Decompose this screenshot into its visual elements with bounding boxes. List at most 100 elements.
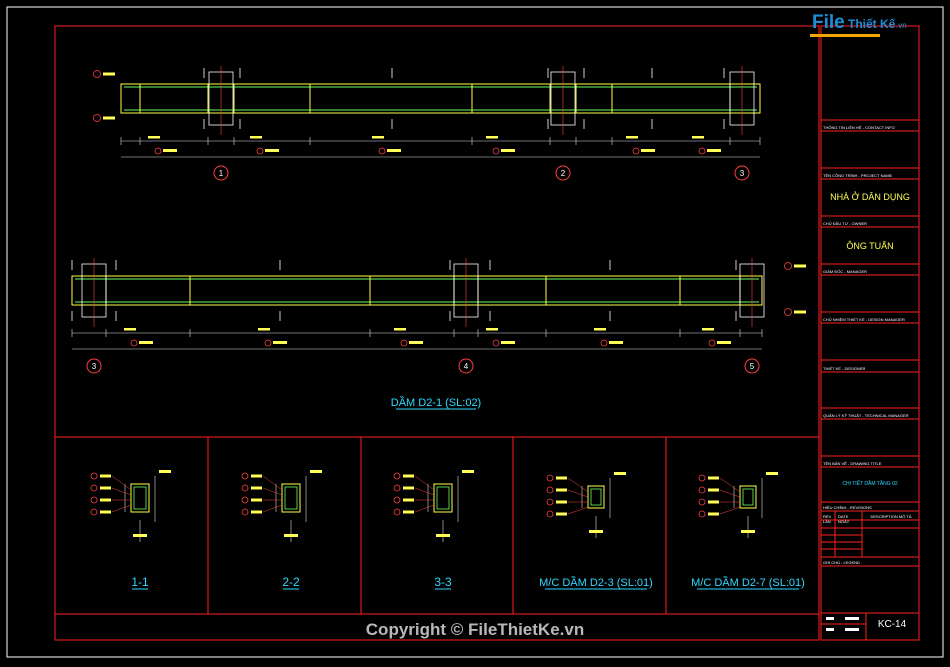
dimension-text xyxy=(394,328,406,331)
section-bar-tag xyxy=(241,508,249,516)
section-bar-text xyxy=(556,500,567,504)
rebar-tag-text xyxy=(409,341,423,344)
section-title: 3-3 xyxy=(434,575,452,589)
owner-label: CHỦ ĐẦU TƯ - OWNER xyxy=(823,221,868,226)
rebar-tag-bubble xyxy=(130,339,138,347)
logo-file-text: File xyxy=(812,12,845,33)
rebar-tag-bubble xyxy=(400,339,408,347)
axis-bubble xyxy=(734,165,750,181)
filethietke-logo: File Thiết Kế .vn xyxy=(810,10,922,42)
tb-mark xyxy=(845,617,859,620)
section-bar-text xyxy=(100,498,111,502)
section-bar-text xyxy=(556,476,567,480)
cross-section-4: M/C DẦM D2-3 (SL:01) xyxy=(539,472,653,590)
section-stirrup xyxy=(284,486,298,510)
section-bar-tag xyxy=(90,484,98,492)
section-title: 2-2 xyxy=(282,575,300,589)
section-bar-text xyxy=(403,486,414,490)
section-leader-line xyxy=(111,475,132,491)
section-bar-tag xyxy=(393,484,401,492)
section-title: M/C DẦM D2-3 (SL:01) xyxy=(539,576,653,589)
section-bar-tag xyxy=(698,474,706,482)
section-stirrup xyxy=(742,488,754,506)
dimension-text xyxy=(626,136,638,139)
dimension-text xyxy=(258,328,270,331)
section-leader-line xyxy=(567,506,589,515)
section-bar-text xyxy=(403,510,414,514)
axis-bubble xyxy=(213,165,229,181)
section-bar-text xyxy=(556,512,567,516)
axis-label: 3 xyxy=(740,169,745,178)
project-name: NHÀ Ở DÂN DỤNG xyxy=(830,192,910,202)
section-bar-tag xyxy=(698,510,706,518)
section-leader-line xyxy=(414,504,435,513)
section-leader-line xyxy=(111,504,132,513)
dimension-text xyxy=(124,328,136,331)
rebar-tag-text xyxy=(273,341,287,344)
rebar-tag-text xyxy=(707,149,721,152)
section-outline xyxy=(281,483,301,513)
drawing-title-label: TÊN BẢN VẼ - DRAWING TITLE xyxy=(823,461,882,466)
rebar-tag-bubble xyxy=(492,339,500,347)
section-outline xyxy=(433,483,453,513)
sheet-border xyxy=(6,6,944,658)
axis-bubble xyxy=(744,358,760,374)
section-leader-line xyxy=(111,487,132,496)
date-col: DATE NGÀY xyxy=(838,514,850,524)
section-dim-text xyxy=(436,534,450,537)
beam-sections: 1-1 2-2 3-3 M/C DẦM D2-3 (SL:01) M/C DẦM D2-… xyxy=(90,470,805,590)
section-stirrup xyxy=(436,486,450,510)
section-stirrup xyxy=(590,488,602,506)
section-leader-line xyxy=(567,489,589,498)
section-bar-text xyxy=(403,474,414,478)
copyright-watermark: Copyright © FileThietKe.vn xyxy=(365,620,585,639)
rebar-tag-bubble xyxy=(632,147,640,155)
section-bar-tag xyxy=(241,496,249,504)
section-title: 1-1 xyxy=(131,575,149,589)
dimension-text xyxy=(250,136,262,139)
rebar-tag-text xyxy=(139,341,153,344)
section-bar-text xyxy=(251,498,262,502)
axis-bubble xyxy=(458,358,474,374)
section-level-text xyxy=(159,470,171,473)
notes-label: GHI CHÚ - LEGEND xyxy=(823,560,860,565)
section-leader-line xyxy=(414,475,435,491)
section-outline xyxy=(130,483,150,513)
rebar-callout-text xyxy=(103,116,115,120)
rebar-tag-bubble xyxy=(264,339,272,347)
section-level-text xyxy=(310,470,322,473)
rev-col: REV LẦN xyxy=(823,514,832,524)
logo-domain-text: .vn xyxy=(896,21,907,30)
section-dim-text xyxy=(284,534,298,537)
dimension-text xyxy=(702,328,714,331)
section-bar-tag xyxy=(393,508,401,516)
rebar-callout-bubble xyxy=(93,70,101,78)
section-bar-tag xyxy=(546,474,554,482)
rebar-tag-text xyxy=(609,341,623,344)
cross-section-5: M/C DẦM D2-7 (SL:01) xyxy=(691,472,805,590)
design-manager-label: CHỦ NHIỆM THIẾT KẾ - DESIGN MANAGER xyxy=(823,317,905,322)
rebar-tag-bubble xyxy=(492,147,500,155)
section-leader-line xyxy=(719,477,741,493)
contact-label: THÔNG TIN LIÊN HỆ - CONTACT INFO xyxy=(823,125,895,130)
section-leader-line xyxy=(719,506,741,515)
rebar-tag-bubble xyxy=(698,147,706,155)
section-level-text xyxy=(614,472,626,475)
rebar-tag-bubble xyxy=(600,339,608,347)
dimension-text xyxy=(486,328,498,331)
dimension-text xyxy=(148,136,160,139)
section-level-text xyxy=(766,472,778,475)
dimension-text xyxy=(486,136,498,139)
desc-col: DESCRIPTION MÔ TẢ xyxy=(870,514,912,519)
rebar-tag-text xyxy=(163,149,177,152)
rebar-callout-text xyxy=(103,72,115,76)
section-bar-tag xyxy=(90,496,98,504)
section-leader-line xyxy=(567,477,589,493)
rebar-tag-bubble xyxy=(378,147,386,155)
section-bar-tag xyxy=(393,496,401,504)
beam-outline xyxy=(71,275,763,306)
tb-mark xyxy=(845,628,859,631)
beam-title: DẦM D2-1 (SL:02) xyxy=(391,396,481,409)
axis-bubble xyxy=(86,358,102,374)
